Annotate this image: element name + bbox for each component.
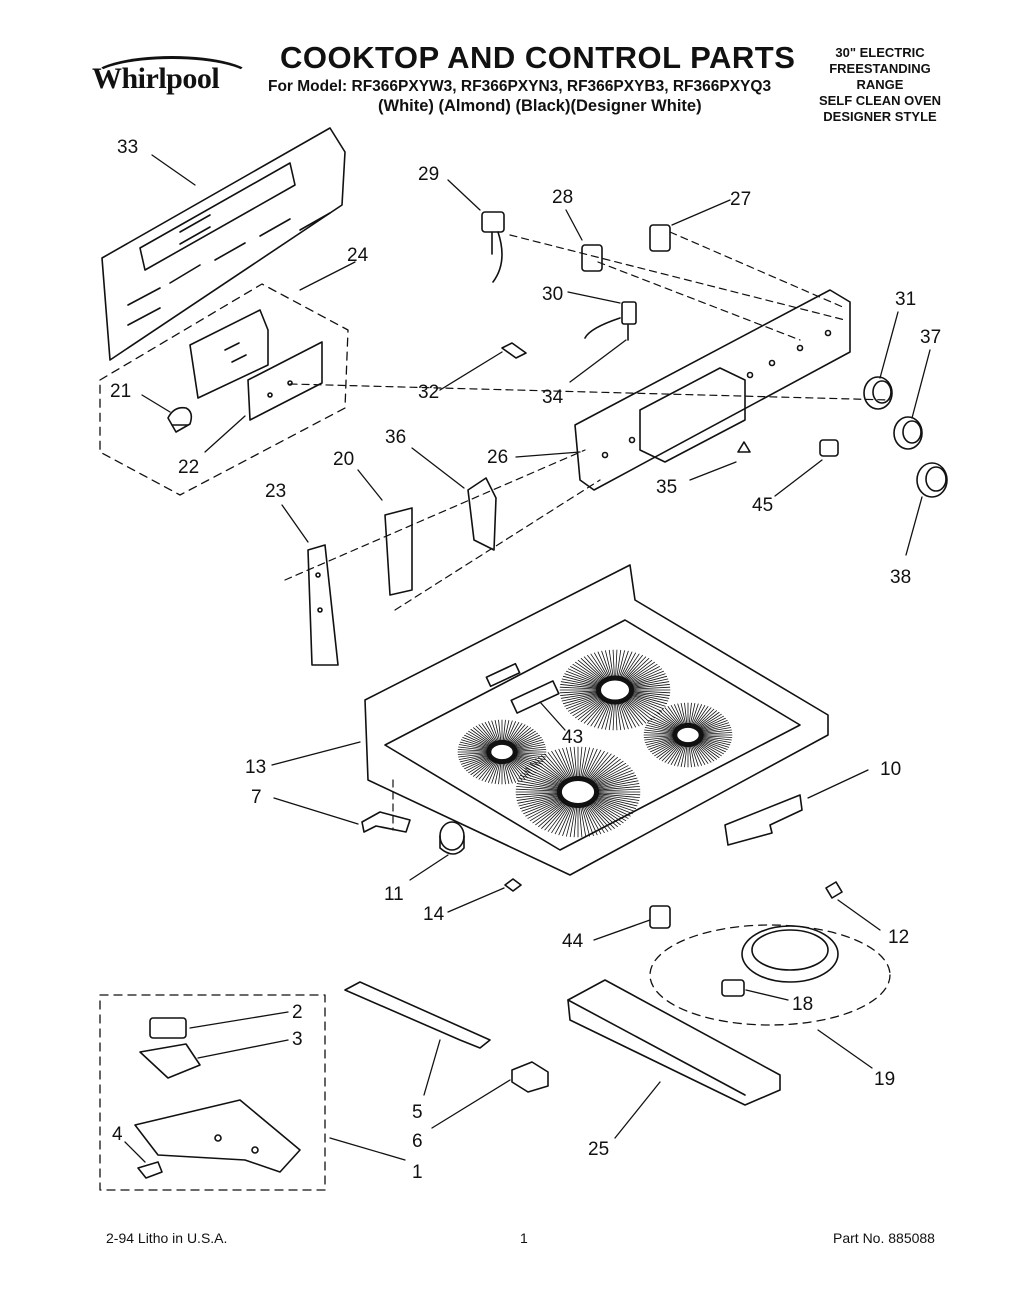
page-number: 1 bbox=[520, 1230, 528, 1246]
callout-6: 6 bbox=[412, 1131, 423, 1152]
page-title: COOKTOP AND CONTROL PARTS bbox=[280, 40, 796, 75]
callout-29: 29 bbox=[418, 164, 439, 185]
part-heat-shield bbox=[724, 794, 803, 846]
brand-logo-swoosh bbox=[90, 56, 254, 102]
part-end-caps bbox=[307, 477, 497, 666]
callout-19: 19 bbox=[874, 1069, 895, 1090]
part-bracket-32 bbox=[501, 342, 527, 359]
callout-12: 12 bbox=[888, 927, 909, 948]
part-lens bbox=[737, 441, 751, 453]
callout-35: 35 bbox=[656, 477, 677, 498]
callout-43: 43 bbox=[562, 727, 583, 748]
callout-7: 7 bbox=[251, 787, 262, 808]
burner-rear-right bbox=[559, 649, 671, 731]
litho-note: 2-94 Litho in U.S.A. bbox=[106, 1230, 228, 1246]
burner-elements bbox=[457, 649, 733, 838]
callout-25: 25 bbox=[588, 1139, 609, 1160]
callout-5: 5 bbox=[412, 1102, 423, 1123]
part-number: Part No. 885088 bbox=[833, 1230, 935, 1246]
callout-numbers: 33 29 28 27 24 30 31 37 21 32 34 22 36 2… bbox=[110, 137, 941, 1183]
callout-45: 45 bbox=[752, 495, 773, 516]
callout-1: 1 bbox=[412, 1162, 423, 1183]
callout-11: 11 bbox=[384, 884, 404, 905]
color-list: (White) (Almond) (Black)(Designer White) bbox=[378, 97, 702, 115]
callout-37: 37 bbox=[920, 327, 941, 348]
callout-18: 18 bbox=[792, 994, 813, 1015]
part-support-5 bbox=[344, 981, 491, 1049]
part-switch-45 bbox=[819, 439, 839, 457]
callout-13: 13 bbox=[245, 757, 266, 778]
callout-33: 33 bbox=[117, 137, 138, 158]
part-terminal-block bbox=[134, 1017, 301, 1179]
part-knobs bbox=[863, 376, 948, 498]
product-spec: 30" ELECTRIC FREESTANDING RANGE SELF CLE… bbox=[818, 45, 942, 124]
part-clip bbox=[167, 406, 193, 433]
callout-34: 34 bbox=[542, 387, 564, 408]
callout-44: 44 bbox=[562, 931, 584, 952]
part-control-panel bbox=[574, 289, 851, 491]
part-cooktop bbox=[364, 564, 829, 876]
part-rear-panel bbox=[101, 127, 346, 361]
part-bracket-25 bbox=[567, 979, 781, 1106]
part-control-board bbox=[189, 309, 323, 421]
callout-27: 27 bbox=[730, 189, 751, 210]
part-switches bbox=[481, 211, 671, 341]
callout-2: 2 bbox=[292, 1002, 303, 1023]
callout-32: 32 bbox=[418, 382, 439, 403]
dashed-leaders bbox=[284, 231, 891, 831]
part-switch-44 bbox=[649, 905, 671, 929]
part-block-6 bbox=[511, 1061, 549, 1093]
part-clip-12 bbox=[825, 881, 843, 899]
callout-30: 30 bbox=[542, 284, 563, 305]
part-terminal-7 bbox=[361, 811, 411, 833]
model-list: For Model: RF366PXYW3, RF366PXYN3, RF366… bbox=[268, 78, 772, 95]
brand-logo: Whirlpool bbox=[92, 62, 220, 95]
callout-arrows bbox=[124, 154, 931, 1163]
callout-20: 20 bbox=[333, 449, 354, 470]
callout-36: 36 bbox=[385, 427, 406, 448]
part-element-18 bbox=[721, 925, 839, 997]
burner-front-left bbox=[457, 719, 547, 785]
callout-4: 4 bbox=[112, 1124, 123, 1145]
dashed-group-boxes bbox=[99, 283, 891, 1191]
callout-3: 3 bbox=[292, 1029, 303, 1050]
callout-28: 28 bbox=[552, 187, 573, 208]
callout-24: 24 bbox=[347, 245, 369, 266]
callout-26: 26 bbox=[487, 447, 508, 468]
part-clip-14 bbox=[504, 878, 522, 892]
part-spacer-11 bbox=[439, 821, 465, 855]
callout-14: 14 bbox=[423, 904, 445, 925]
callout-38: 38 bbox=[890, 567, 911, 588]
callout-22: 22 bbox=[178, 457, 199, 478]
callout-23: 23 bbox=[265, 481, 286, 502]
burner-right bbox=[643, 702, 733, 768]
burner-front-center bbox=[515, 746, 641, 838]
callout-21: 21 bbox=[110, 381, 131, 402]
callout-10: 10 bbox=[880, 759, 901, 780]
callout-31: 31 bbox=[895, 289, 916, 310]
